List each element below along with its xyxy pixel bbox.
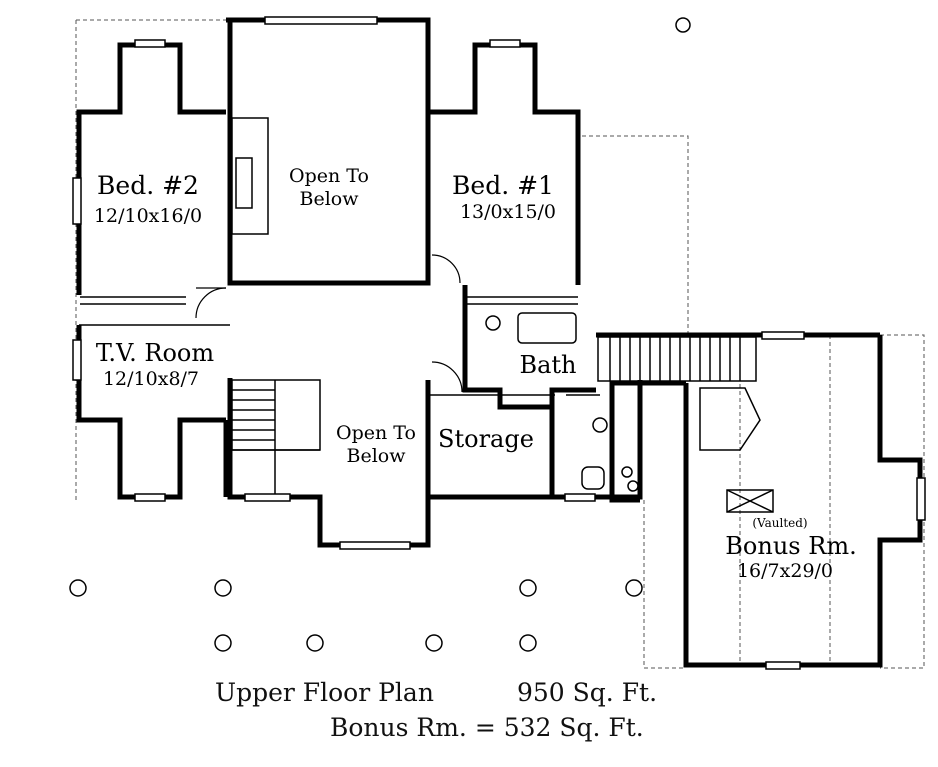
pier-markers [69, 17, 691, 652]
roof-outline-dashed [75, 19, 925, 669]
tv-room-size: 12/10x8/7 [103, 368, 199, 390]
bonus-size: 16/7x29/0 [737, 560, 833, 582]
bonus-area: Bonus Rm. = 532 Sq. Ft. [330, 713, 644, 742]
floor-area: 950 Sq. Ft. [517, 678, 658, 707]
bonus-note: (Vaulted) [752, 516, 807, 530]
open-lower-line1: Open To [336, 422, 416, 444]
interior-details [79, 117, 774, 513]
bed1-size: 13/0x15/0 [460, 201, 556, 223]
door-swings [195, 254, 463, 393]
open-lower-line2: Below [347, 445, 407, 467]
storage-name: Storage [438, 425, 534, 453]
bed2-size: 12/10x16/0 [94, 205, 202, 227]
bed2-name: Bed. #2 [97, 171, 199, 200]
bath-name: Bath [519, 351, 576, 379]
bonus-name: Bonus Rm. [725, 532, 856, 560]
exterior-walls [76, 17, 923, 668]
open-upper-line1: Open To [289, 165, 369, 187]
tv-room-name: T.V. Room [96, 339, 214, 367]
open-upper-line2: Below [300, 188, 360, 210]
bed1-name: Bed. #1 [452, 171, 554, 200]
floor-title: Upper Floor Plan [215, 678, 434, 707]
windows [72, 16, 926, 670]
